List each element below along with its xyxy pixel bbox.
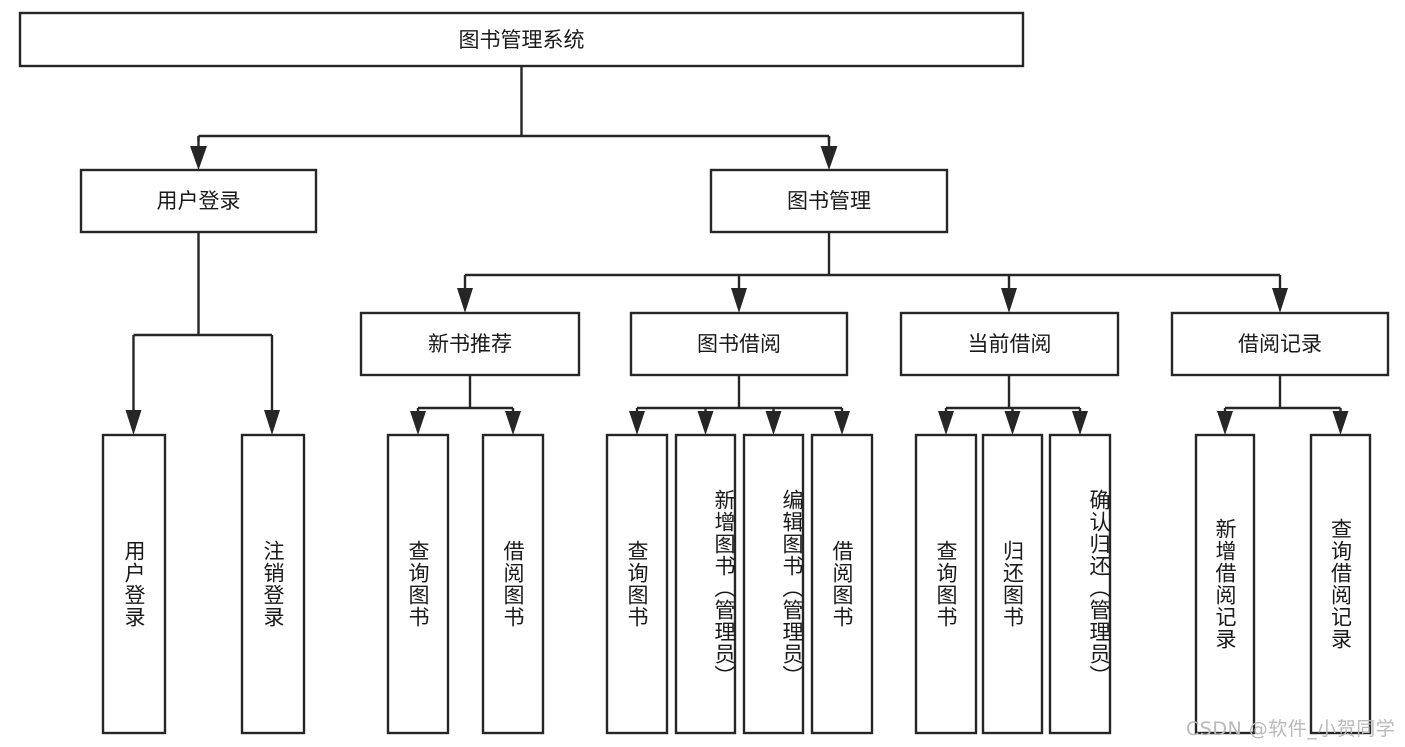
arrow-icon <box>1072 411 1088 435</box>
arrow-icon <box>629 411 645 435</box>
node-borrow-record[interactable]: 借阅记录 <box>1170 311 1390 377</box>
node-user-login[interactable]: 用户登录 <box>79 168 318 234</box>
arrow-icon <box>1332 411 1349 435</box>
node-box-current-borrow[interactable] <box>899 311 1120 377</box>
connector-bookborrow-to-leaves <box>629 375 850 435</box>
watermark-text: CSDN @软件_小贺同学 <box>1186 718 1396 740</box>
connector-newbook-to-leaves <box>410 375 521 435</box>
leaf-boxes <box>101 433 1372 735</box>
node-box-leaf-edit-book-admin[interactable] <box>742 433 805 735</box>
node-box-leaf-confirm-return-admin[interactable] <box>1048 433 1112 735</box>
node-label-user-login: 用户登录 <box>157 189 241 213</box>
node-box-user-login[interactable] <box>79 168 318 234</box>
arrow-icon <box>125 410 142 435</box>
arrow-icon <box>190 146 207 170</box>
node-book-management[interactable]: 图书管理 <box>709 168 949 234</box>
arrow-icon <box>938 411 954 435</box>
node-box-leaf-user-login[interactable] <box>101 433 167 735</box>
node-box-leaf-logout[interactable] <box>240 433 306 735</box>
connector-borrowrecord-to-leaves <box>1217 375 1349 435</box>
connector-currentborrow-to-leaves <box>938 375 1088 435</box>
node-root[interactable]: 图书管理系统 <box>18 11 1025 68</box>
node-box-new-book-recommend[interactable] <box>359 311 581 377</box>
arrow-icon <box>1272 288 1288 313</box>
node-box-leaf-add-borrow-record[interactable] <box>1194 433 1256 735</box>
arrow-icon <box>1217 411 1233 435</box>
arrow-icon <box>834 411 850 435</box>
node-box-leaf-query-book-current[interactable] <box>914 433 978 735</box>
node-box-book-management[interactable] <box>709 168 949 234</box>
node-box-root[interactable] <box>18 11 1025 68</box>
node-label-root: 图书管理系统 <box>459 28 585 52</box>
node-current-borrow[interactable]: 当前借阅 <box>899 311 1120 377</box>
connector-bookmgmt-to-level3 <box>457 232 1288 313</box>
node-box-leaf-query-book-recommend[interactable] <box>386 433 450 735</box>
node-box-leaf-add-book-admin[interactable] <box>674 433 737 735</box>
node-label-borrow-record: 借阅记录 <box>1238 332 1322 356</box>
node-box-leaf-query-book-borrow[interactable] <box>605 433 669 735</box>
arrow-icon <box>505 411 521 435</box>
node-label-current-borrow: 当前借阅 <box>968 332 1052 356</box>
node-label-book-management: 图书管理 <box>787 189 871 213</box>
node-label-book-borrow: 图书借阅 <box>697 332 781 356</box>
node-box-leaf-borrow-book[interactable] <box>810 433 874 735</box>
node-new-book-recommend[interactable]: 新书推荐 <box>359 311 581 377</box>
node-box-leaf-return-book[interactable] <box>981 433 1044 735</box>
arrow-icon <box>457 288 473 313</box>
node-box-borrow-record[interactable] <box>1170 311 1390 377</box>
connector-root-to-level2 <box>190 66 838 170</box>
node-label-new-book-recommend: 新书推荐 <box>428 332 512 356</box>
arrow-icon <box>820 146 838 170</box>
arrow-icon <box>765 411 782 435</box>
arrow-icon <box>731 288 747 313</box>
connector-userlogin-to-leaves <box>125 232 280 435</box>
node-book-borrow[interactable]: 图书借阅 <box>629 311 849 377</box>
node-box-book-borrow[interactable] <box>629 311 849 377</box>
node-box-leaf-borrow-book-recommend[interactable] <box>481 433 545 735</box>
arrow-icon <box>410 411 426 435</box>
arrow-icon <box>264 410 280 435</box>
arrow-icon <box>1001 288 1017 313</box>
node-box-leaf-query-borrow-record[interactable] <box>1309 433 1372 735</box>
arrow-icon <box>1004 411 1021 435</box>
arrow-icon <box>697 411 714 435</box>
